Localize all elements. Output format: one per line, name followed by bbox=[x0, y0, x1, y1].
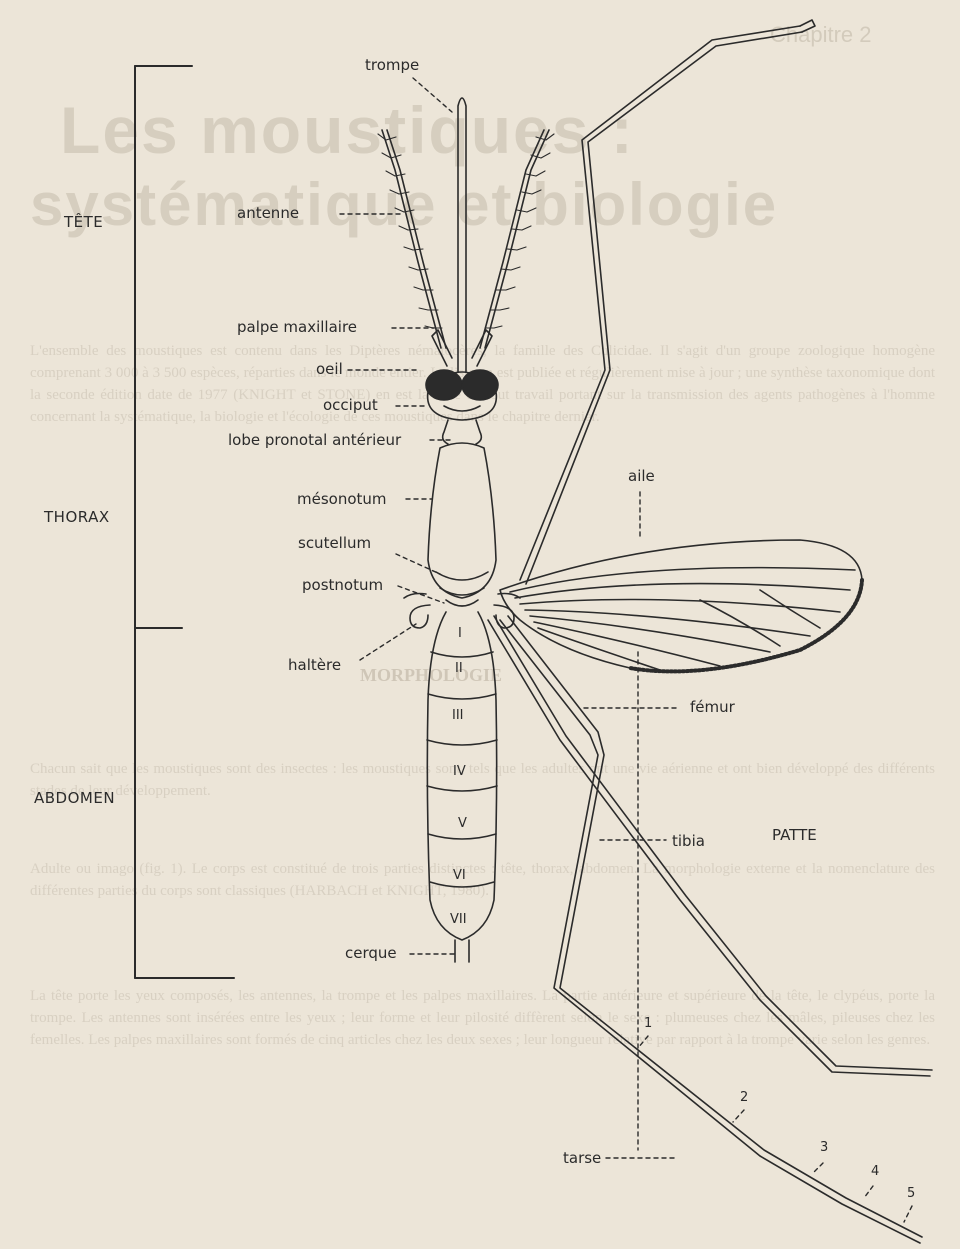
segment-label-3: III bbox=[452, 708, 464, 723]
label-antenne: antenne bbox=[237, 204, 299, 222]
label-aile: aile bbox=[628, 467, 655, 485]
label-tibia: tibia bbox=[672, 832, 705, 850]
front-leg bbox=[520, 20, 815, 584]
thorax bbox=[428, 443, 496, 598]
label-tarse: tarse bbox=[563, 1149, 601, 1167]
region-bracket bbox=[135, 66, 234, 978]
tarsus-number-4: 4 bbox=[871, 1164, 879, 1179]
label-haltere: haltère bbox=[288, 656, 341, 674]
scutellum-shape bbox=[436, 572, 488, 595]
label-occiput: occiput bbox=[323, 396, 378, 414]
label-oeil: oeil bbox=[316, 360, 343, 378]
section-label-thorax: THORAX bbox=[44, 508, 110, 526]
proboscis bbox=[458, 98, 466, 372]
hind-leg bbox=[488, 616, 932, 1076]
tarsus-number-2: 2 bbox=[740, 1090, 748, 1105]
label-lobe-pronotal: lobe pronotal antérieur bbox=[228, 431, 401, 449]
segment-label-6: VI bbox=[453, 868, 466, 883]
label-mesonotum: mésonotum bbox=[297, 490, 387, 508]
segment-label-4: IV bbox=[453, 764, 466, 779]
section-label-abdomen: ABDOMEN bbox=[34, 789, 115, 807]
segment-label-7: VII bbox=[450, 912, 467, 927]
segment-label-1: I bbox=[458, 626, 462, 641]
label-palpe-maxillaire: palpe maxillaire bbox=[237, 318, 357, 336]
label-femur: fémur bbox=[690, 698, 735, 716]
label-trompe: trompe bbox=[365, 56, 419, 74]
postnotum-shape bbox=[446, 600, 478, 606]
tarsus-number-1: 1 bbox=[644, 1016, 652, 1031]
label-postnotum: postnotum bbox=[302, 576, 383, 594]
label-cerque: cerque bbox=[345, 944, 397, 962]
segment-label-5: V bbox=[458, 816, 467, 831]
leader-lines bbox=[340, 78, 912, 1222]
section-label-tete: TÊTE bbox=[64, 213, 103, 231]
head bbox=[426, 370, 498, 420]
tarsus-number-5: 5 bbox=[907, 1186, 915, 1201]
segment-label-2: II bbox=[455, 661, 463, 676]
tarsus-number-3: 3 bbox=[820, 1140, 828, 1155]
label-patte: PATTE bbox=[772, 826, 817, 844]
wing bbox=[500, 540, 862, 671]
label-scutellum: scutellum bbox=[298, 534, 371, 552]
